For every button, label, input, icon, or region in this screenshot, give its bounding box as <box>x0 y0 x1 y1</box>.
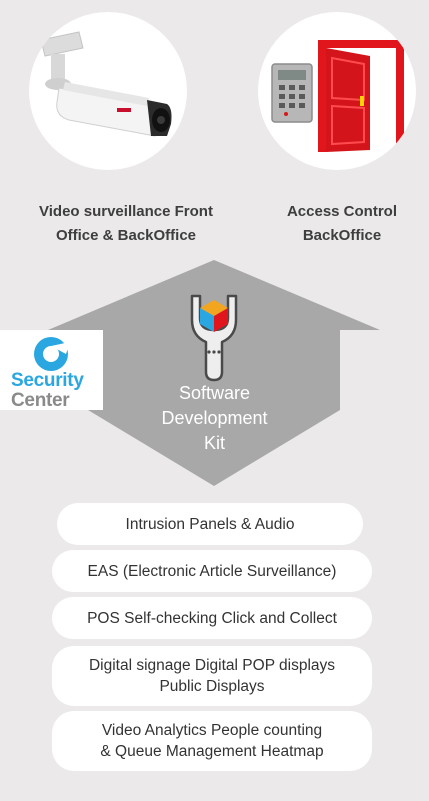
module-line: & Queue Management Heatmap <box>100 743 324 760</box>
logo-word-center: Center <box>11 390 70 411</box>
module-digital-signage: Digital signage Digital POP displays Pub… <box>52 646 372 706</box>
module-line: Intrusion Panels & Audio <box>125 515 295 533</box>
sdk-label-line: Kit <box>203 433 225 453</box>
module-line: EAS (Electronic Article Surveillance) <box>87 562 337 580</box>
module-line: Video Analytics People counting <box>101 722 323 739</box>
access-control-node <box>258 12 416 170</box>
sdk-wrench-cube-icon <box>190 294 238 382</box>
sdk-hub-shape <box>0 260 380 486</box>
access-control-caption: Access Control BackOffice <box>254 200 429 248</box>
module-line: POS Self-checking Click and Collect <box>87 609 337 627</box>
access-control-door-icon <box>271 40 404 152</box>
module-intrusion-panels: Intrusion Panels & Audio <box>57 503 363 545</box>
sdk-label: Software Development Kit <box>120 381 309 456</box>
caption-line: Video surveillance Front <box>39 203 213 220</box>
security-center-logo-icon <box>34 337 70 371</box>
caption-line: Access Control <box>286 203 398 220</box>
module-line: Digital signage Digital POP displays <box>88 657 336 674</box>
logo-word-security: Security <box>11 370 84 391</box>
caption-line: Office & BackOffice <box>55 227 197 244</box>
module-video-analytics: Video Analytics People counting & Queue … <box>52 711 372 771</box>
sdk-label-line: Software <box>178 383 251 403</box>
video-surveillance-caption: Video surveillance Front Office & BackOf… <box>8 200 244 248</box>
module-eas: EAS (Electronic Article Surveillance) <box>52 550 372 592</box>
module-pos: POS Self-checking Click and Collect <box>52 597 372 639</box>
module-line: Public Displays <box>159 678 265 695</box>
security-camera-icon <box>40 31 172 137</box>
sdk-label-line: Development <box>161 408 268 428</box>
video-surveillance-node <box>29 12 187 170</box>
caption-line: BackOffice <box>302 227 382 244</box>
